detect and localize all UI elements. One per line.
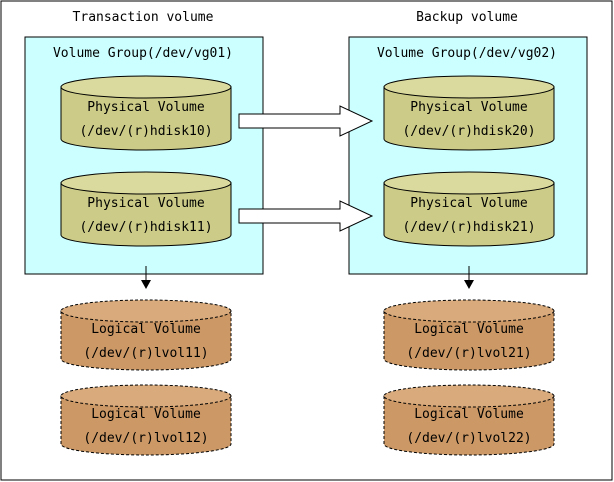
copy-arrow-hdisk10-hdisk20 xyxy=(238,105,374,137)
logical-volume-0-0: Logical Volume (/dev/(r)lvol11) xyxy=(60,299,232,371)
volume-group-label-vg01: Volume Group(/dev/vg01) xyxy=(53,46,233,61)
physical-volume-0-1-label: Physical Volume xyxy=(87,196,205,211)
physical-volume-1-0: Physical Volume (/dev/(r)hdisk20) xyxy=(383,75,555,151)
down-arrow-vg02-head xyxy=(464,280,474,289)
physical-volume-1-0-body xyxy=(383,86,555,151)
logical-volume-1-1-path: (/dev/(r)lvol22) xyxy=(406,431,531,446)
down-arrow-vg01-head xyxy=(141,280,151,289)
physical-volume-1-1: Physical Volume (/dev/(r)hdisk21) xyxy=(383,171,555,247)
logical-volume-0-0-top xyxy=(60,299,232,323)
logical-volume-0-0-label: Logical Volume xyxy=(91,322,201,337)
physical-volume-1-0-top xyxy=(383,75,555,99)
physical-volume-0-0-label: Physical Volume xyxy=(87,100,205,115)
logical-volume-1-0: Logical Volume (/dev/(r)lvol21) xyxy=(383,299,555,371)
logical-volume-1-1: Logical Volume (/dev/(r)lvol22) xyxy=(383,384,555,456)
logical-volume-1-1-label: Logical Volume xyxy=(414,407,524,422)
logical-volume-0-1-label: Logical Volume xyxy=(91,407,201,422)
physical-volume-0-1: Physical Volume (/dev/(r)hdisk11) xyxy=(60,171,232,247)
logical-volume-0-1-top xyxy=(60,384,232,408)
logical-volume-1-1-body xyxy=(383,395,555,456)
logical-volume-0-0-path: (/dev/(r)lvol11) xyxy=(83,346,208,361)
volume-group-label-vg02: Volume Group(/dev/vg02) xyxy=(377,46,557,61)
physical-volume-0-0-body xyxy=(60,86,232,151)
physical-volume-1-1-body xyxy=(383,182,555,247)
physical-volume-1-1-top xyxy=(383,171,555,195)
physical-volume-0-1-body xyxy=(60,182,232,247)
physical-volume-1-1-label: Physical Volume xyxy=(410,196,528,211)
logical-volume-0-0-body xyxy=(60,310,232,371)
physical-volume-1-0-path: (/dev/(r)hdisk20) xyxy=(402,124,535,139)
physical-volume-1-1-path: (/dev/(r)hdisk21) xyxy=(402,220,535,235)
volume-cylinders: Physical Volume(/dev/(r)hdisk10)Physical… xyxy=(60,75,555,456)
physical-volume-1-0-label: Physical Volume xyxy=(410,100,528,115)
title-backup-volume: Backup volume xyxy=(416,10,518,25)
logical-volume-1-0-path: (/dev/(r)lvol21) xyxy=(406,346,531,361)
physical-volume-0-1-top xyxy=(60,171,232,195)
logical-volume-1-1-top xyxy=(383,384,555,408)
logical-volume-1-0-body xyxy=(383,310,555,371)
physical-volume-0-0-top xyxy=(60,75,232,99)
physical-volume-0-1-path: (/dev/(r)hdisk11) xyxy=(79,220,212,235)
logical-volume-0-1: Logical Volume (/dev/(r)lvol12) xyxy=(60,384,232,456)
logical-volume-1-0-top xyxy=(383,299,555,323)
physical-volume-0-0-path: (/dev/(r)hdisk10) xyxy=(79,124,212,139)
copy-arrow-hdisk11-hdisk21 xyxy=(238,200,374,232)
logical-volume-1-0-label: Logical Volume xyxy=(414,322,524,337)
physical-volume-0-0: Physical Volume (/dev/(r)hdisk10) xyxy=(60,75,232,151)
logical-volume-0-1-path: (/dev/(r)lvol12) xyxy=(83,431,208,446)
title-transaction-volume: Transaction volume xyxy=(73,10,214,25)
logical-volume-0-1-body xyxy=(60,395,232,456)
